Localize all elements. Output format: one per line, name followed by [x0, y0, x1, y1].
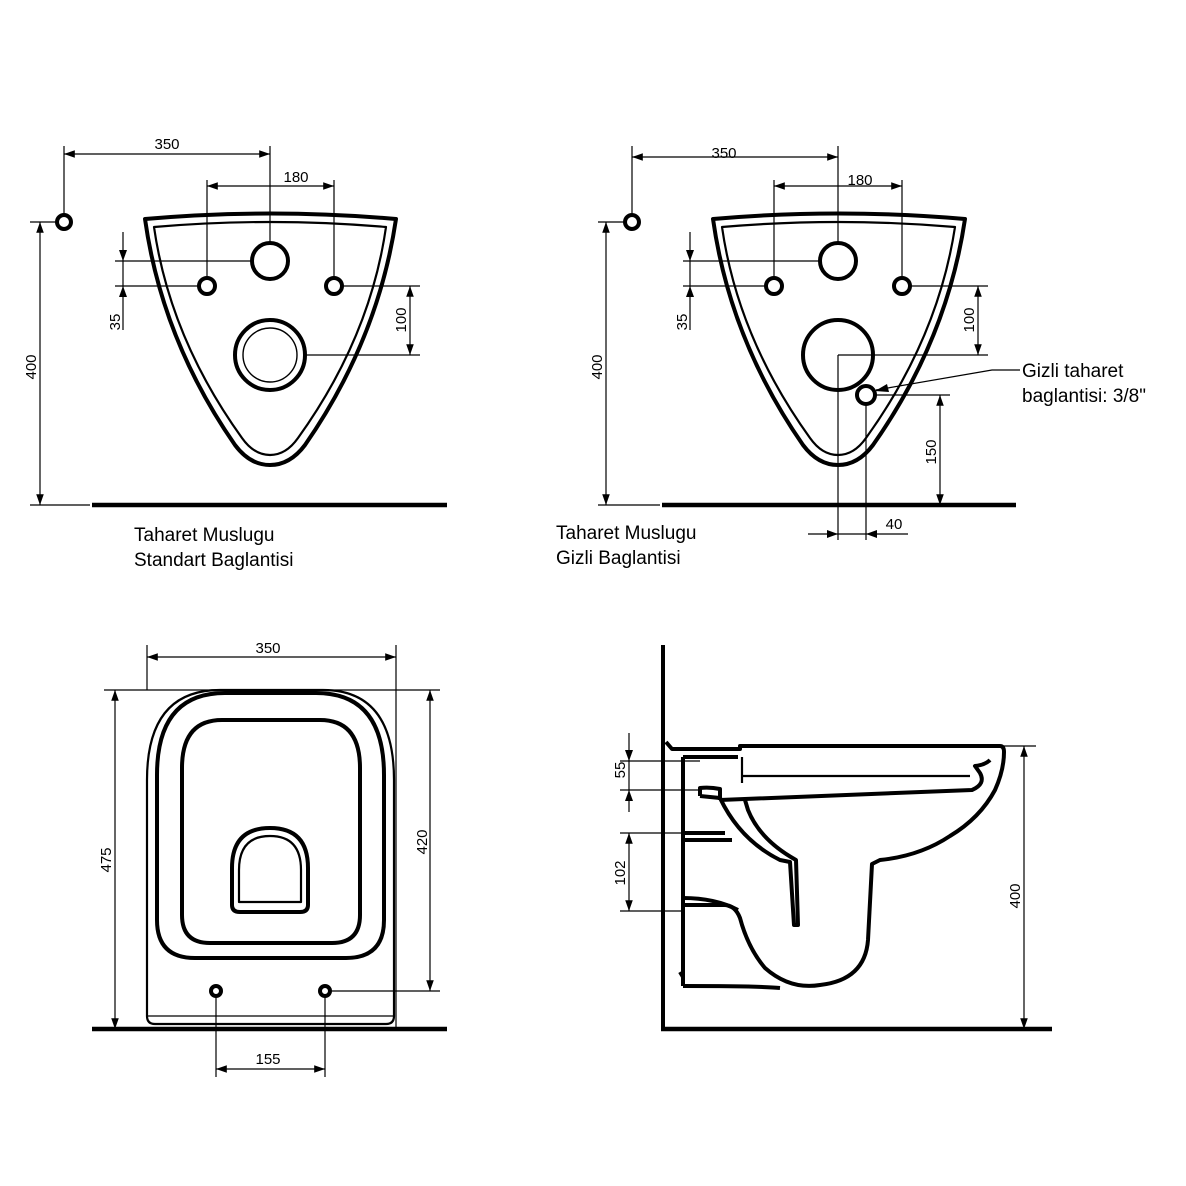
- caption-line-2: Gizli Baglantisi: [556, 548, 681, 569]
- pan-outline: [711, 211, 967, 467]
- caption-line-1: Taharet Muslugu: [556, 523, 696, 544]
- water-inlet-inner-icon: [242, 327, 298, 383]
- dim-length-475: 475: [98, 847, 115, 872]
- dim-150: 150: [923, 439, 940, 464]
- side-view: 55 102 400: [612, 645, 1052, 1032]
- rim-outline: [664, 740, 1006, 988]
- dim-102: 102: [612, 860, 629, 885]
- dim-inner-180: 180: [847, 172, 872, 189]
- callout-line-1: Gizli taharet: [1022, 361, 1124, 382]
- dim-width-350: 350: [711, 145, 736, 162]
- dim-35: 35: [107, 314, 124, 331]
- drain-hole-icon: [250, 241, 290, 281]
- hidden-bidet-connection-icon: [855, 384, 877, 406]
- dim-100: 100: [961, 307, 978, 332]
- seat-outline: [155, 691, 386, 960]
- dim-40: 40: [886, 516, 903, 533]
- fixing-hole-left-icon: [197, 276, 217, 296]
- dim-bolt-155: 155: [255, 1051, 280, 1068]
- fixing-bolt-left-icon: [209, 984, 223, 998]
- fixing-hole-right-icon: [892, 276, 912, 296]
- dim-height-400: 400: [1007, 883, 1024, 908]
- dim-inner-180: 180: [283, 169, 308, 186]
- bidet-tap-icon: [623, 213, 641, 231]
- bidet-tap-icon: [55, 213, 73, 231]
- dim-height-400: 400: [589, 354, 606, 379]
- dim-inner-420: 420: [414, 829, 431, 854]
- bowl-outline: [145, 688, 396, 1026]
- callout-line-2: baglantisi: 3/8": [1022, 386, 1146, 407]
- fixing-hole-right-icon: [324, 276, 344, 296]
- caption-line-1: Taharet Muslugu: [134, 525, 274, 546]
- dim-width-350: 350: [154, 136, 179, 153]
- pan-outline: [143, 211, 398, 467]
- fixing-hole-left-icon: [764, 276, 784, 296]
- front-view-standard: 350 180 400 35 100 Taharet Muslugu Stand…: [23, 136, 447, 571]
- caption-line-2: Standart Baglantisi: [134, 550, 294, 571]
- fixing-bolt-right-icon: [318, 984, 332, 998]
- dim-height-400: 400: [23, 354, 40, 379]
- dim-100: 100: [393, 307, 410, 332]
- bowl-opening: [230, 826, 310, 914]
- pan-inner-outline: [152, 220, 388, 457]
- top-view: 350 475 420 155: [92, 640, 447, 1077]
- drain-hole-icon: [818, 241, 858, 281]
- front-view-hidden: 350 180 400 35 100 150 40 Gizli taharet …: [556, 145, 1146, 569]
- dim-width-350: 350: [255, 640, 280, 657]
- seat-inner-outline: [180, 718, 362, 945]
- water-inlet-icon: [233, 318, 307, 392]
- dim-55: 55: [612, 762, 629, 779]
- bowl-inner-outline: [699, 794, 800, 927]
- dim-35: 35: [674, 314, 691, 331]
